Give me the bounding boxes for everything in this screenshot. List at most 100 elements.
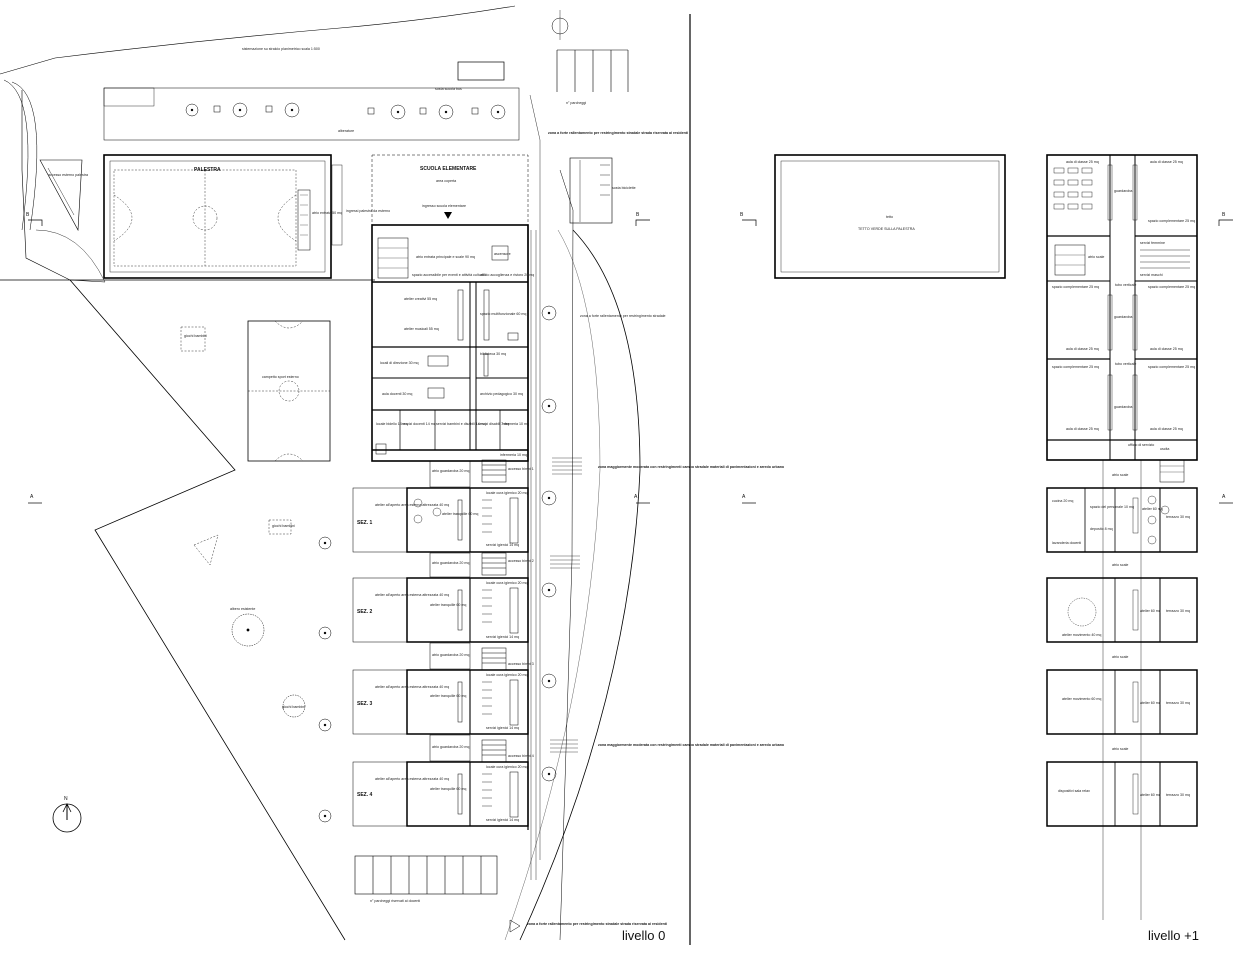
section-a-left-upper: A (742, 494, 746, 500)
section-b-left-upper: B (740, 212, 744, 218)
road-curve-right (519, 229, 641, 941)
school-title: SCUOLA ELEMENTARE (420, 166, 477, 172)
wardrobe-label: guardaroba (1114, 315, 1132, 319)
wardrobe-label: guardaroba (1114, 405, 1132, 409)
green-roof-outline (774, 154, 1006, 279)
room-label: infermeria 10 mq (502, 422, 529, 426)
green-strip-label: alberature (338, 129, 354, 133)
complement-label: spazio complementare 25 mq (1148, 219, 1195, 223)
level-1-label: livello +1 (1148, 928, 1199, 943)
room-label: locali di direzione 30 mq (380, 361, 419, 365)
vertical-label: tubo verticale (1115, 283, 1136, 287)
parking-bottom-label: n° parcheggi riservati ai docenti (370, 899, 420, 903)
complement-label: spazio complementare 25 mq (1052, 365, 1099, 369)
section-toilets-label: locale cura igienico 20 mq (486, 491, 528, 495)
trees-top (185, 102, 506, 120)
exit-label: uscita (1160, 447, 1169, 451)
room-label: atelier creativi 55 mq (404, 297, 437, 301)
stairs-label: atrio scale (1112, 655, 1128, 659)
stairs-label: atrio scale (1112, 747, 1128, 751)
gym-title: PALESTRA (194, 167, 221, 173)
traffic-note-mid: zona a forte rallentamento per restringi… (580, 314, 666, 318)
sports-field-label: campetto sport esterno (262, 375, 299, 379)
upper-extra-label: terrazzo 30 mq (1166, 515, 1190, 519)
upper-extra-label: terrazzo 30 mq (1166, 701, 1190, 705)
traffic-note-bottom: zona a forte rallentamento per restringi… (527, 922, 667, 926)
section-toilets-label: locale cura igienico 20 mq (486, 765, 528, 769)
section-a-left: A (30, 494, 34, 500)
upper-extra-label: terrazzo 30 mq (1166, 609, 1190, 613)
room-label: locale bidello 14 mq (376, 422, 408, 426)
play-area-label-3: giochi bambini (282, 705, 305, 709)
covered-area (371, 154, 529, 226)
parking-top-label: n° parcheggi (566, 101, 586, 105)
upper-classroom-block (1046, 154, 1198, 461)
roof-top-label: tetto (886, 215, 893, 219)
room-label: atelier musicali 55 mq (404, 327, 439, 331)
stairs-label: atrio scale (1112, 563, 1128, 567)
section-bath-label: servizi igienici 14 mq (486, 543, 519, 547)
section-access-label: accesso bimbi 1 (508, 467, 534, 471)
school-entrance-label: ingresso scuola elementare (422, 204, 466, 208)
site-boundary-left (69, 279, 346, 941)
class-room-label: aula di classe 25 mq (1150, 347, 1183, 351)
office-label: ufficio di servizio (1128, 443, 1154, 447)
section-access-label: accesso bimbi 3 (508, 662, 534, 666)
class-room-label: aula di classe 25 mq (1066, 347, 1099, 351)
labels-right: livello +1 TETTO VERDE SULLA PALESTRA te… (740, 160, 1226, 943)
gym-entrance-outer-label: ingressi palestra da esterno (346, 209, 390, 213)
covered-area-label: area coperta (436, 179, 456, 183)
stairs-label: atrio scale (1112, 473, 1128, 477)
gym-external-access-label: accesso esterno palestra (48, 173, 88, 177)
store-label: deposito 8 mq (1090, 527, 1113, 531)
room-label: ufficio accoglienza e ristoro 20 mq (480, 273, 534, 277)
section-corridor-label: atrio guardaroba 20 mq (432, 561, 469, 565)
bath-f-label: servizi femmine (1140, 241, 1165, 245)
upper-left-label: atelier movimento 60 mq (1062, 697, 1101, 701)
section-bath-label: servizi igienici 14 mq (486, 635, 519, 639)
complement-label: spazio complementare 25 mq (1052, 285, 1099, 289)
class-room-label: aula di classe 25 mq (1150, 427, 1183, 431)
class-room-label: aula di classe 25 mq (1150, 160, 1183, 164)
parking-stalls-bottom (354, 855, 498, 895)
play-area-label-2: giochi bambini (272, 524, 295, 528)
room-label: archivio pedagogico 30 mq (480, 392, 523, 396)
section-covered-label: atelier all'aperto area esterna attrezza… (375, 777, 449, 781)
section-b-right-upper: B (1222, 212, 1226, 218)
class-room-label: aula di classe 25 mq (1066, 427, 1099, 431)
section-toilets-label: locale cura igienico 20 mq (486, 581, 528, 585)
north-label: N (64, 796, 68, 802)
section-a-right-upper: A (1222, 494, 1226, 500)
bike-parking (569, 157, 613, 224)
parking-stalls-top (556, 49, 629, 92)
section-room-label: atelier tranquille 60 mq (430, 603, 466, 607)
play-area-label: giochi bambini (184, 334, 207, 338)
room-label: servizi disabili 7 mq (478, 422, 509, 426)
scale-note: sistemazione su stralcio planimetrico sc… (242, 47, 320, 51)
laundry-label: lavanderia docenti (1052, 541, 1081, 545)
section-room-label: atelier tranquille 60 mq (442, 512, 478, 516)
complement-label: spazio complementare 25 mq (1148, 365, 1195, 369)
upper-atelier-blocks (1046, 487, 1198, 827)
room-label: aula docenti 30 mq (382, 392, 412, 396)
section-blocks (352, 487, 529, 827)
section-label: SEZ. 3 (357, 701, 373, 707)
room-label: atrio entrata principale e scale 90 mq (416, 255, 475, 259)
level-0-label: livello 0 (622, 928, 665, 943)
plan-level-1 (742, 154, 1233, 920)
section-label: SEZ. 4 (357, 792, 373, 798)
room-label: servizi docenti 14 mq (402, 422, 436, 426)
traffic-note-lower: zona maggiormente moderata con restringi… (598, 465, 785, 469)
section-label: SEZ. 2 (357, 609, 373, 615)
section-toilets-label: locale cura igienico 20 mq (486, 673, 528, 677)
parking-area-top (103, 87, 520, 141)
section-corridor-label: atrio guardaroba 20 mq (432, 745, 469, 749)
bike-parking-label: sosta biciclette (612, 186, 636, 190)
section-access-label: accesso bimbi 4 (508, 754, 534, 758)
complement-label: spazio complementare 25 mq (1148, 285, 1195, 289)
section-covered-label: atelier all'aperto area esterna attrezza… (375, 503, 449, 507)
section-covered-label: atelier all'aperto area esterna attrezza… (375, 593, 449, 597)
labels-left: livello 0 sistemazione su stralcio plani… (26, 47, 785, 943)
section-room-label: atelier tranquille 60 mq (430, 787, 466, 791)
